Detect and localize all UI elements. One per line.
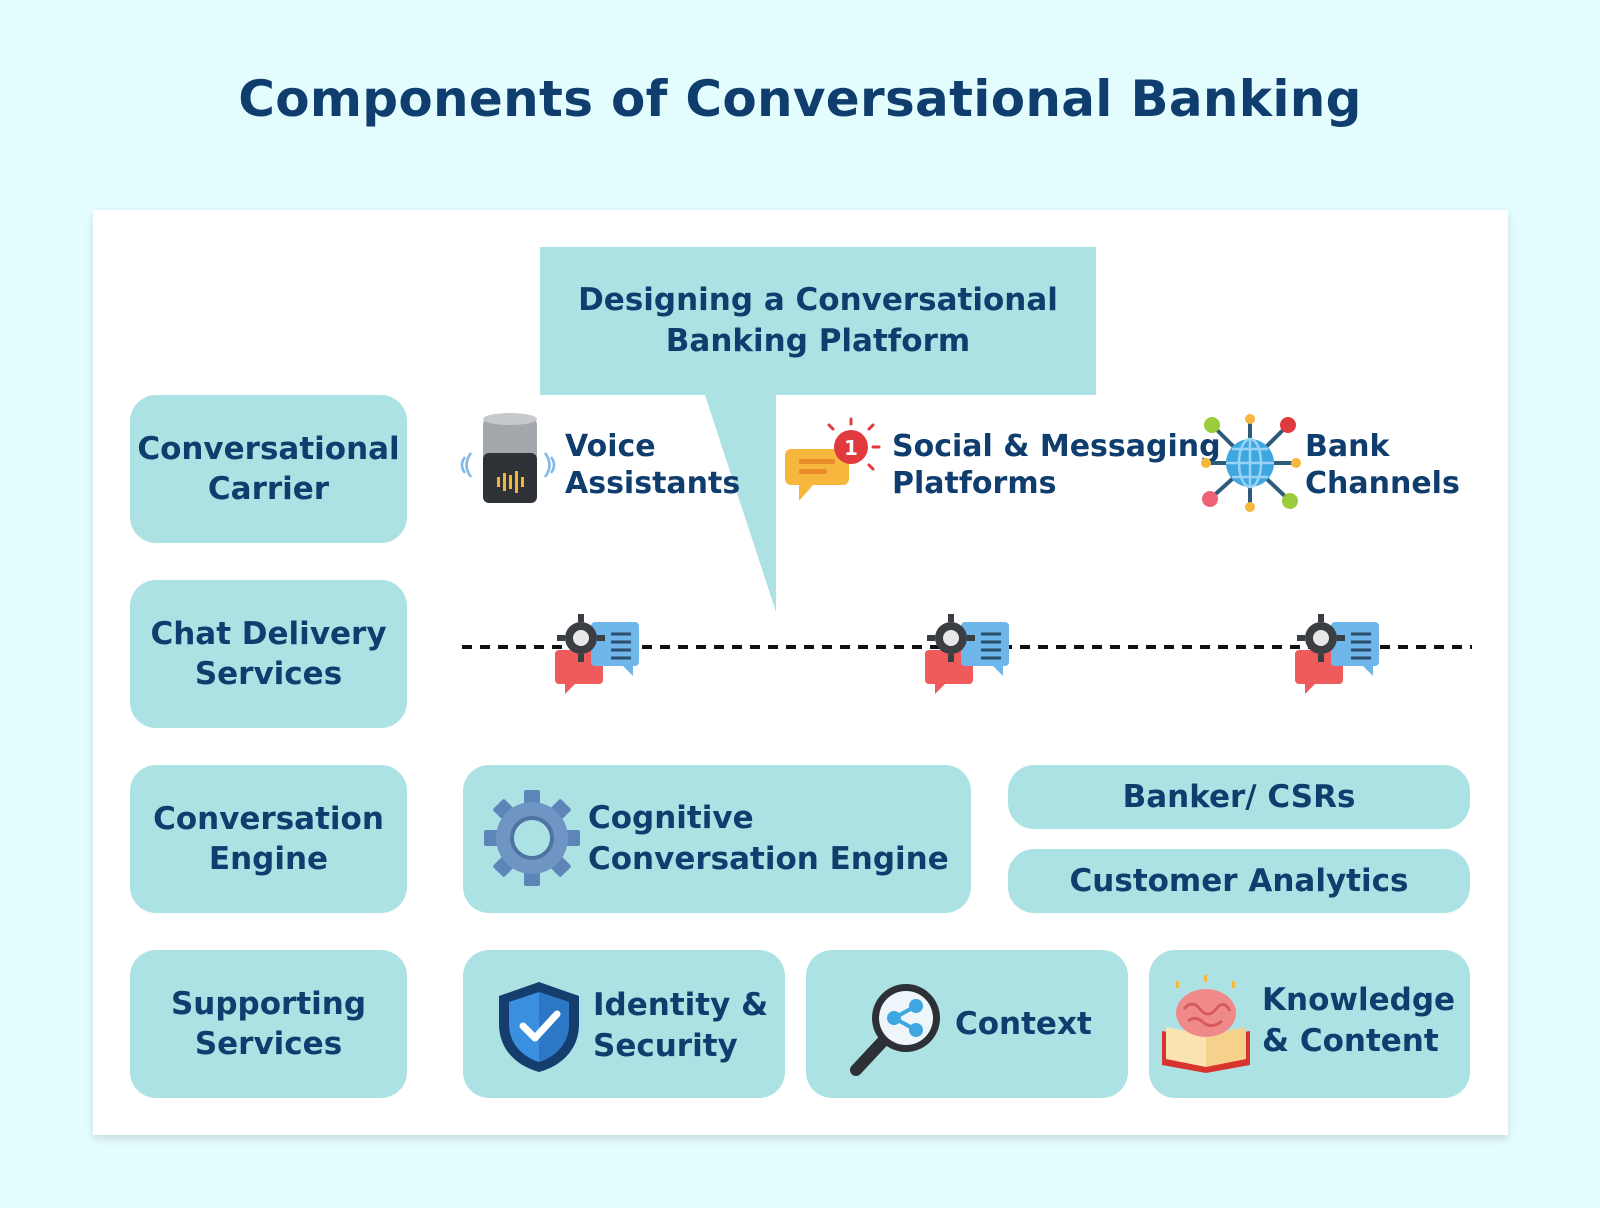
knowledge-line1: Knowledge (1262, 982, 1456, 1018)
magnifier-share-icon (850, 984, 940, 1076)
row-label-line2: Engine (208, 841, 329, 877)
identity-line2: Security (593, 1028, 738, 1064)
smart-speaker-icon (460, 413, 556, 503)
shield-check-icon (499, 982, 579, 1072)
chat-notification-icon: 1 (785, 417, 881, 501)
page-title: Components of Conversational Banking (238, 70, 1362, 128)
row-label-line2: Carrier (207, 471, 330, 507)
row-label-line2: Services (194, 1026, 343, 1062)
knowledge-content-label: Knowledge & Content (1262, 980, 1455, 1062)
customer-analytics-label: Customer Analytics (1069, 863, 1409, 899)
svg-text:1: 1 (844, 436, 858, 460)
carrier-label-line2: Channels (1305, 466, 1460, 501)
callout-line1: Designing a Conversational (578, 282, 1058, 318)
chat-gear-icon (925, 614, 1009, 694)
carrier-label-line1: Social & Messaging (892, 429, 1221, 464)
row-label-line1: Conversational (137, 431, 400, 467)
context-line1: Context (955, 1006, 1092, 1042)
banker-csr-label: Banker/ CSRs (1122, 779, 1356, 815)
carrier-label-line1: Bank (1305, 429, 1390, 464)
chat-gear-icon (555, 614, 639, 694)
carrier-label-line2: Assistants (565, 466, 741, 501)
carrier-label-line2: Platforms (892, 466, 1057, 501)
gear-icon (484, 790, 580, 886)
knowledge-line2: & Content (1262, 1023, 1439, 1059)
customer-analytics-tile: Customer Analytics (1008, 849, 1470, 913)
carrier-voice-label: Voice Assistants (565, 428, 740, 502)
identity-security-label: Identity & Security (593, 985, 768, 1067)
identity-line1: Identity & (593, 987, 769, 1023)
cognitive-line2: Conversation Engine (588, 841, 949, 877)
context-label: Context (955, 1004, 1092, 1045)
row-label-line1: Chat Delivery (150, 616, 387, 652)
carrier-bank-label: Bank Channels (1305, 428, 1460, 502)
globe-network-icon (1201, 414, 1301, 512)
row-label-line1: Conversation (153, 801, 384, 837)
callout-line2: Banking Platform (665, 323, 971, 359)
cognitive-line1: Cognitive (588, 800, 754, 836)
callout-box: Designing a Conversational Banking Platf… (540, 247, 1096, 395)
chat-gear-icon (1295, 614, 1379, 694)
cognitive-engine-label: Cognitive Conversation Engine (588, 798, 949, 880)
carrier-social-label: Social & Messaging Platforms (892, 428, 1221, 502)
row-label-line1: Supporting (170, 986, 367, 1022)
carrier-label-line1: Voice (565, 429, 656, 464)
banker-csr-tile: Banker/ CSRs (1008, 765, 1470, 829)
brain-book-icon (1162, 975, 1250, 1073)
row-label-line2: Services (194, 656, 343, 692)
